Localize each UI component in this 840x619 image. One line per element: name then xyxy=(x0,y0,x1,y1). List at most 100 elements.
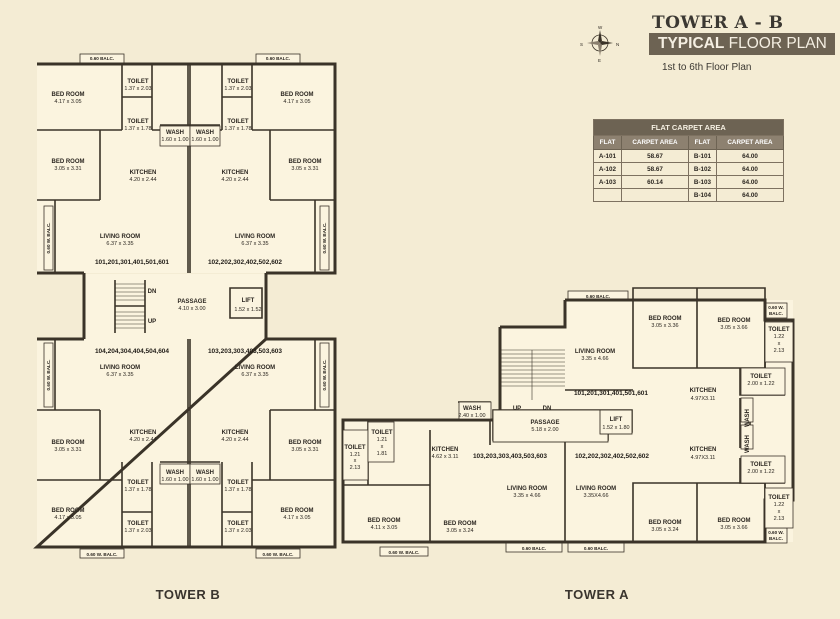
compass-n: N xyxy=(616,42,619,47)
room-label: BED ROOM xyxy=(649,520,682,526)
room-dim: 1.37 x 2.03 xyxy=(124,86,151,92)
room-label: WASH xyxy=(166,130,184,136)
room-label: TOILET xyxy=(227,79,249,85)
room-dim: 1.37 x 2.03 xyxy=(224,86,251,92)
tower-b-upper-floor xyxy=(37,64,335,273)
room-dim: 6.37 x 3.35 xyxy=(241,241,268,247)
room-label: PASSAGE xyxy=(531,420,560,426)
plan-subtitle-bold: TYPICAL xyxy=(658,35,725,52)
balcony-label: 0.60 W. BALC. xyxy=(263,552,294,557)
compass-w: W xyxy=(598,25,603,30)
room-label: BED ROOM xyxy=(368,518,401,524)
room-dim: 4.20 x 2.44 xyxy=(129,177,156,183)
balcony-label: 0.60 BALC. xyxy=(586,294,610,299)
balcony-label: 0.60 BALC. xyxy=(584,546,608,551)
tower-b-plan: 0.60 BALC. 0.60 BALC. 0.60 W. BALC. 0.60… xyxy=(33,53,337,559)
tower-a-stair xyxy=(500,327,565,422)
flat-number: 102,202,302,402,502,602 xyxy=(575,453,649,460)
room-label: WASH xyxy=(745,435,751,453)
room-dim: 4.20 x 2.44 xyxy=(129,437,156,443)
room-label: KITCHEN xyxy=(690,388,717,394)
carpet-area-table: FLAT CARPET AREA FLAT CARPET AREA FLAT C… xyxy=(593,119,785,202)
room-dim: 3.05 x 3.31 xyxy=(291,447,318,453)
room-label: BED ROOM xyxy=(718,318,751,324)
floor-range: 1st to 6th Floor Plan xyxy=(662,62,752,73)
table-header: CARPET AREA xyxy=(620,135,689,150)
stair-dn-label: DN xyxy=(543,406,552,412)
room-dim: 2.40 x 1.00 xyxy=(458,413,485,419)
room-dim: 2.13 xyxy=(350,465,361,471)
flat-number: 101,201,301,401,501,601 xyxy=(95,259,169,266)
room-dim: 3.05 x 3.66 xyxy=(720,525,747,531)
room-dim: 1.37 x 2.03 xyxy=(224,528,251,534)
room-label: BED ROOM xyxy=(52,159,85,165)
table-header: FLAT xyxy=(593,135,622,150)
room-label: TOILET xyxy=(750,462,772,468)
room-label: BED ROOM xyxy=(281,508,314,514)
room-dim: 3.05 x 3.66 xyxy=(720,325,747,331)
balcony-label: 0.60 W. BALC. xyxy=(322,223,327,254)
room-label: BED ROOM xyxy=(52,508,85,514)
room-dim: 1.37 x 1.78 xyxy=(124,126,151,132)
room-label: TOILET xyxy=(227,521,249,527)
room-label: KITCHEN xyxy=(130,430,157,436)
room-label: BED ROOM xyxy=(649,316,682,322)
room-label: TOILET xyxy=(227,119,249,125)
balcony-label: 0.60 W. BALC. xyxy=(322,360,327,391)
room-label: PASSAGE xyxy=(178,299,207,305)
room-dim: 6.37 x 3.35 xyxy=(106,372,133,378)
room-dim: 2.13 xyxy=(774,516,785,522)
room-dim: 4.10 x 3.00 xyxy=(178,306,205,312)
balcony-label: 0.60 BALC. xyxy=(90,56,114,61)
room-dim: 2.00 x 1.22 xyxy=(747,469,774,475)
room-dim: 1.52 x 1.80 xyxy=(602,425,629,431)
room-dim: x xyxy=(354,458,357,464)
room-dim: 6.37 x 3.35 xyxy=(241,372,268,378)
tower-a-plan: 0.60 BALC. 0.60 BALC. 0.60 BALC. 0.60 W.… xyxy=(341,287,795,557)
room-label: BED ROOM xyxy=(289,159,322,165)
room-label: WASH xyxy=(463,406,481,412)
room-dim: 6.37 x 3.35 xyxy=(106,241,133,247)
balcony-label: 0.60 W. xyxy=(768,530,784,535)
room-dim: 4.17 x 3.05 xyxy=(283,515,310,521)
room-label: TOILET xyxy=(127,119,149,125)
room-dim: 4.20 x 2.44 xyxy=(221,437,248,443)
tower-b-label: TOWER B xyxy=(156,587,221,602)
room-label: TOILET xyxy=(227,480,249,486)
room-label: KITCHEN xyxy=(222,170,249,176)
room-label: KITCHEN xyxy=(690,447,717,453)
room-label: TOILET xyxy=(371,430,393,436)
room-dim: 1.60 x 1.00 xyxy=(161,137,188,143)
room-label: TOILET xyxy=(127,79,149,85)
plan-subtitle: TYPICAL FLOOR PLAN xyxy=(649,33,835,55)
room-dim: 1.60 x 1.00 xyxy=(161,477,188,483)
room-dim: 1.52 x 1.52 xyxy=(234,307,261,313)
flat-number: 102,202,302,402,502,602 xyxy=(208,259,282,266)
room-dim: 1.37 x 2.03 xyxy=(124,528,151,534)
compass-e: E xyxy=(598,58,601,63)
room-dim: 5.18 x 2.00 xyxy=(531,427,558,433)
compass-s: S xyxy=(580,42,583,47)
carpet-area-heading: FLAT CARPET AREA xyxy=(593,119,784,136)
room-label: WASH xyxy=(166,470,184,476)
balcony-label: 0.60 W. BALC. xyxy=(87,552,118,557)
room-dim: 4.17 x 3.05 xyxy=(54,99,81,105)
room-label: KITCHEN xyxy=(222,430,249,436)
stair-dn-label: DN xyxy=(148,289,157,295)
stair-up-label: UP xyxy=(148,319,156,325)
room-dim: 1.81 xyxy=(377,451,388,457)
room-label: TOILET xyxy=(127,480,149,486)
room-dim: x xyxy=(778,509,781,515)
room-label: LIVING ROOM xyxy=(235,365,275,371)
room-label: LIVING ROOM xyxy=(100,234,140,240)
room-label: LIVING ROOM xyxy=(576,486,616,492)
room-label: WASH xyxy=(196,470,214,476)
room-dim: 4.62 x 3.11 xyxy=(432,454,459,460)
room-label: TOILET xyxy=(768,327,790,333)
room-label: KITCHEN xyxy=(130,170,157,176)
room-dim: 1.60 x 1.00 xyxy=(191,477,218,483)
balcony-label: BALC. xyxy=(769,536,783,541)
